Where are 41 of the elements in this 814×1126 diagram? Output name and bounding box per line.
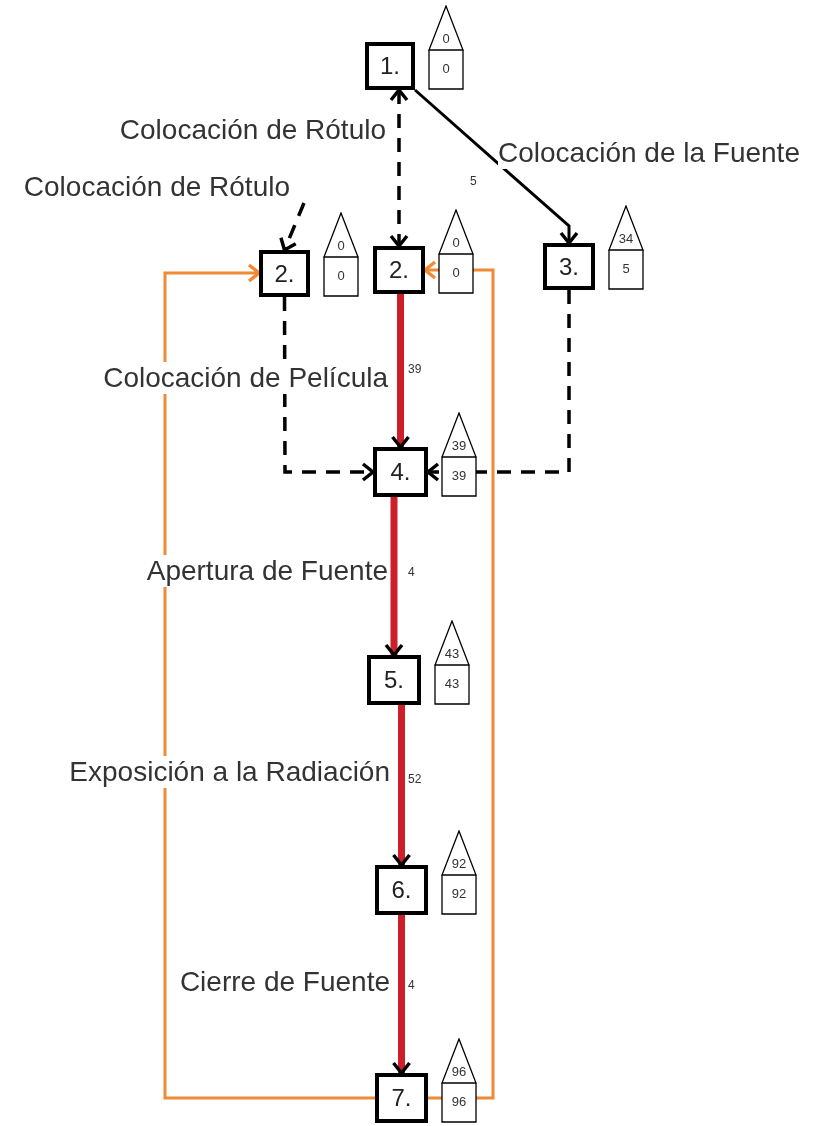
duration-label: 52 — [408, 772, 422, 786]
duration-label: 4 — [408, 565, 415, 579]
dashed-arrow — [282, 297, 375, 482]
arrow — [391, 915, 412, 1075]
activity-node: 3. — [543, 243, 595, 290]
edge-label: Colocación de Película — [103, 362, 388, 394]
early-time-value: 0 — [451, 235, 461, 251]
dashed-arrow — [279, 202, 306, 252]
early-time-value: 0 — [441, 31, 451, 47]
late-time-value: 0 — [336, 268, 346, 284]
activity-node: 2. — [373, 246, 425, 294]
early-time-value: 0 — [336, 238, 346, 254]
activity-node: 4. — [373, 447, 428, 497]
late-time-value: 5 — [621, 261, 631, 277]
late-time-value: 0 — [451, 265, 461, 281]
activity-node: 5. — [367, 655, 421, 705]
duration-label: 4 — [408, 978, 415, 992]
arrow — [163, 263, 375, 1100]
late-time-value: 43 — [443, 676, 461, 692]
early-time-value: 34 — [617, 231, 635, 247]
early-time-value: 39 — [450, 438, 468, 454]
dashed-arrow — [389, 88, 409, 248]
duration-label: 39 — [408, 362, 422, 376]
activity-node: 2. — [259, 250, 310, 297]
arrow — [414, 88, 579, 245]
early-time-value: 92 — [450, 856, 468, 872]
arrow — [390, 294, 411, 449]
duration-label: 5 — [470, 174, 477, 188]
edge-label: Apertura de Fuente — [146, 555, 388, 587]
arrow — [384, 497, 404, 657]
late-time-value: 96 — [450, 1094, 468, 1110]
late-time-value: 39 — [450, 468, 468, 484]
arrow — [391, 705, 412, 867]
activity-node: 1. — [365, 42, 415, 90]
late-time-value: 92 — [450, 886, 468, 902]
activity-node: 7. — [375, 1073, 428, 1123]
edge-label: Exposición a la Radiación — [69, 756, 390, 788]
early-time-value: 43 — [443, 646, 461, 662]
early-time-value: 96 — [450, 1064, 468, 1080]
activity-node: 6. — [375, 865, 428, 915]
late-time-value: 0 — [441, 61, 451, 77]
